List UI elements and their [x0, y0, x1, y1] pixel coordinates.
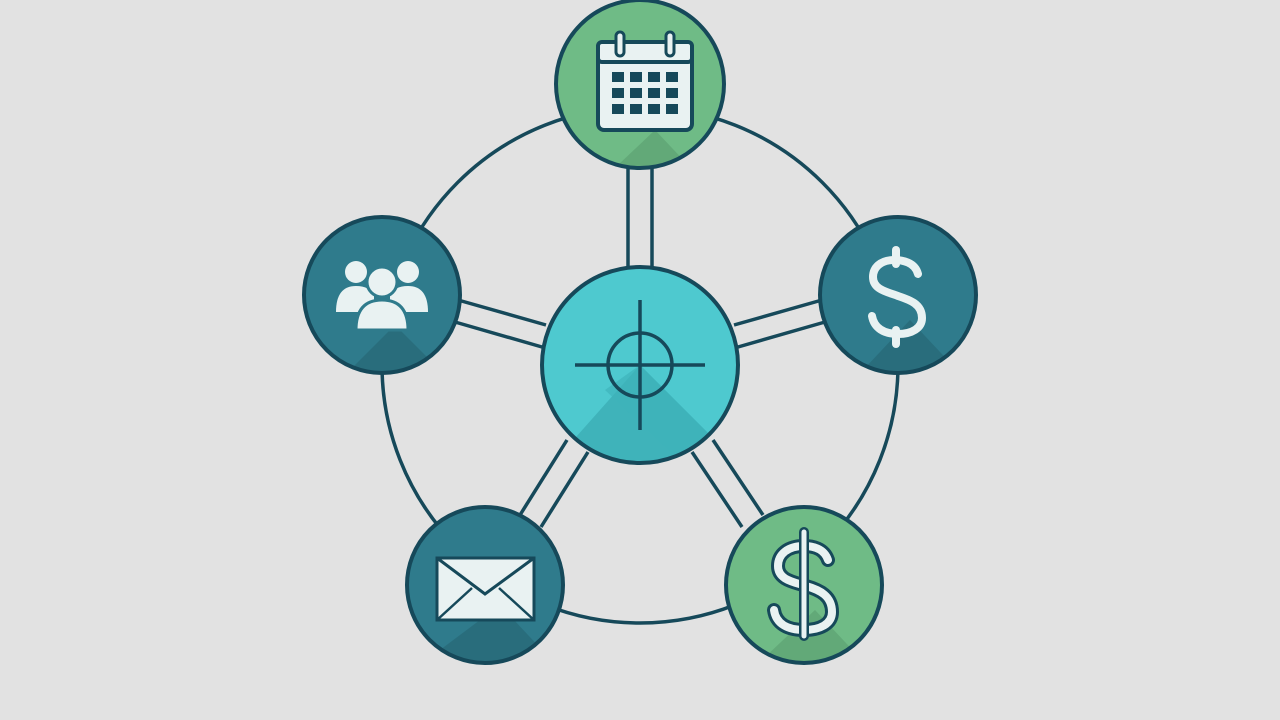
calendar-icon	[596, 30, 694, 132]
dollar-right-node[interactable]	[818, 215, 985, 400]
connector-dollar-right	[733, 298, 826, 349]
calendar-node[interactable]	[554, 0, 740, 220]
dollar-icon	[767, 527, 840, 641]
dollar-icon	[868, 246, 927, 348]
team-icon	[336, 261, 428, 332]
team-node[interactable]	[302, 215, 470, 400]
connector-mail	[518, 439, 590, 528]
target-crosshair-icon	[575, 300, 705, 430]
envelope-icon	[435, 556, 536, 622]
connector-dollar-bottom-right	[690, 439, 765, 528]
connector-team	[454, 298, 547, 349]
mail-node[interactable]	[400, 505, 570, 680]
connector-calendar	[626, 168, 654, 268]
hub-node[interactable]	[520, 265, 760, 500]
dollar-bottom-right-node[interactable]	[724, 505, 890, 690]
